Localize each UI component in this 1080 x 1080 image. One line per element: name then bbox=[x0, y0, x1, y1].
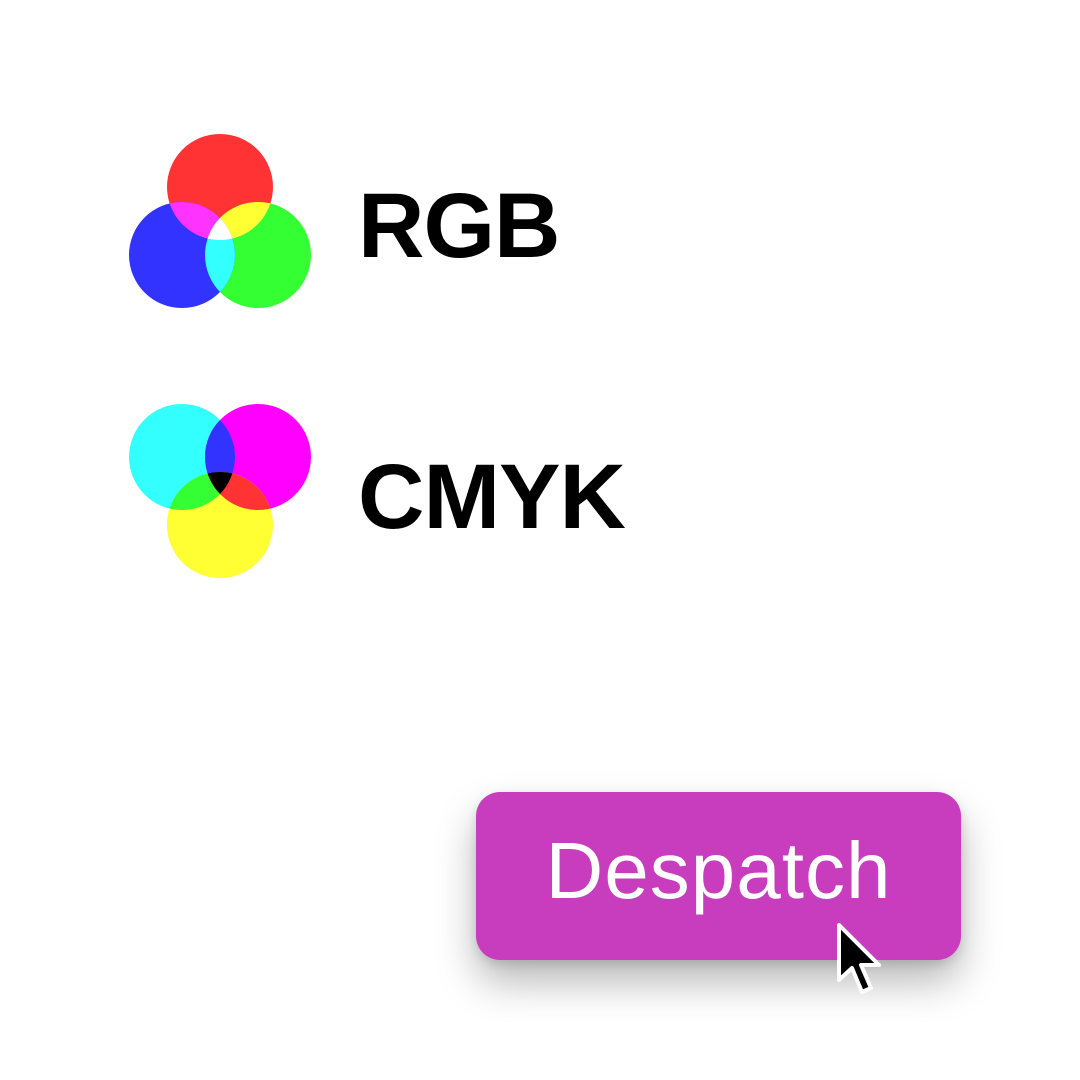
despatch-button[interactable]: Despatch bbox=[476, 792, 961, 960]
cmyk-subtractive-circles-icon bbox=[120, 390, 320, 590]
cmyk-label: CMYK bbox=[358, 446, 626, 548]
rgb-row: RGB bbox=[0, 120, 1080, 320]
rgb-additive-circles-icon bbox=[120, 120, 320, 320]
rgb-label: RGB bbox=[358, 175, 560, 277]
cmyk-row: CMYK bbox=[0, 390, 1080, 590]
